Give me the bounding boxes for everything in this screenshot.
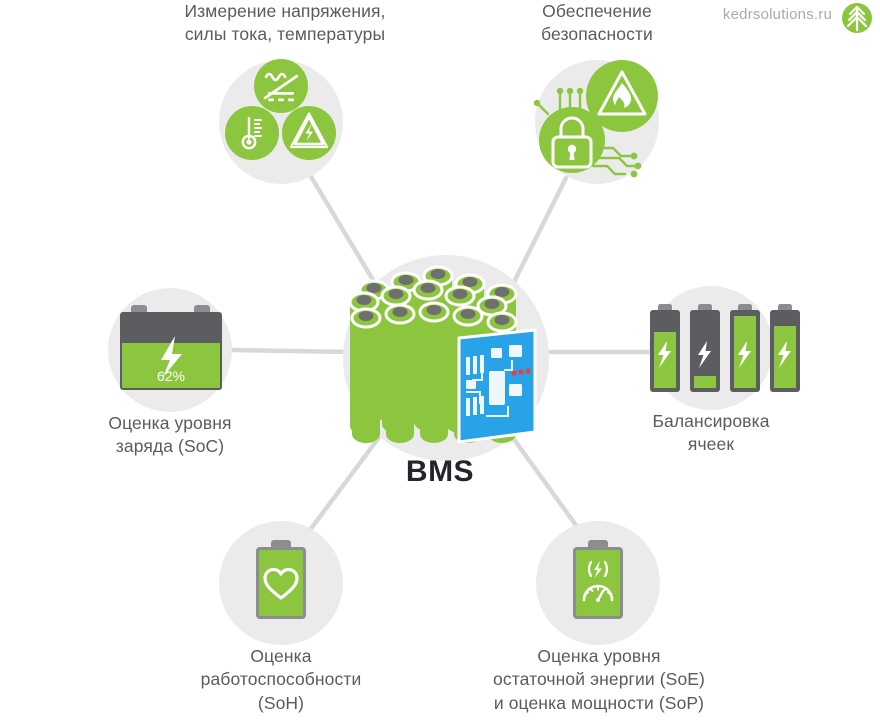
center-title: BMS	[405, 455, 475, 488]
car-battery-icon: 62%	[120, 305, 222, 390]
four-batteries-icon	[650, 304, 800, 392]
high-voltage-triangle-icon	[282, 106, 336, 160]
label-measurement: Измерение напряжения, силы тока, темпера…	[184, 1, 386, 45]
fir-tree-logo-icon	[842, 3, 872, 33]
padlock-circuit-icon	[539, 107, 605, 173]
connector-center-to-safety	[502, 175, 569, 303]
connector-center-to-measurement	[307, 172, 391, 308]
node-circle-measurement	[219, 60, 343, 184]
label-soh: Оценка работоспособности (SoH)	[200, 646, 362, 713]
fire-hazard-triangle-icon	[586, 60, 658, 132]
battery-pack-with-pcb-icon	[348, 265, 537, 444]
measurement-icons	[225, 59, 336, 160]
node-circle-balancing	[649, 286, 773, 410]
safety-icons	[533, 60, 658, 178]
node-circle-soh	[219, 521, 343, 645]
node-circle-safety	[535, 60, 659, 184]
soc-percent-value: 62%	[157, 368, 185, 384]
pcb-board	[457, 328, 537, 444]
label-safety: Обеспечение безопасности	[541, 1, 653, 45]
battery-heart-icon	[256, 540, 306, 619]
node-circle-soe	[536, 521, 660, 645]
ac-dc-signal-icon	[254, 59, 308, 113]
label-soe-sop: Оценка уровня остаточной энергии (SoE) и…	[493, 646, 705, 713]
brand-site-label: kedrsolutions.ru	[722, 6, 832, 23]
label-soc: Оценка уровня заряда (SoC)	[108, 413, 232, 457]
label-balancing: Балансировка ячеек	[652, 411, 770, 455]
thermometer-icon	[225, 106, 279, 160]
node-circle-soc	[108, 288, 232, 412]
node-circle-center	[343, 255, 549, 461]
battery-power-gauge-icon	[573, 540, 623, 619]
connector-center-to-soc	[229, 347, 355, 355]
